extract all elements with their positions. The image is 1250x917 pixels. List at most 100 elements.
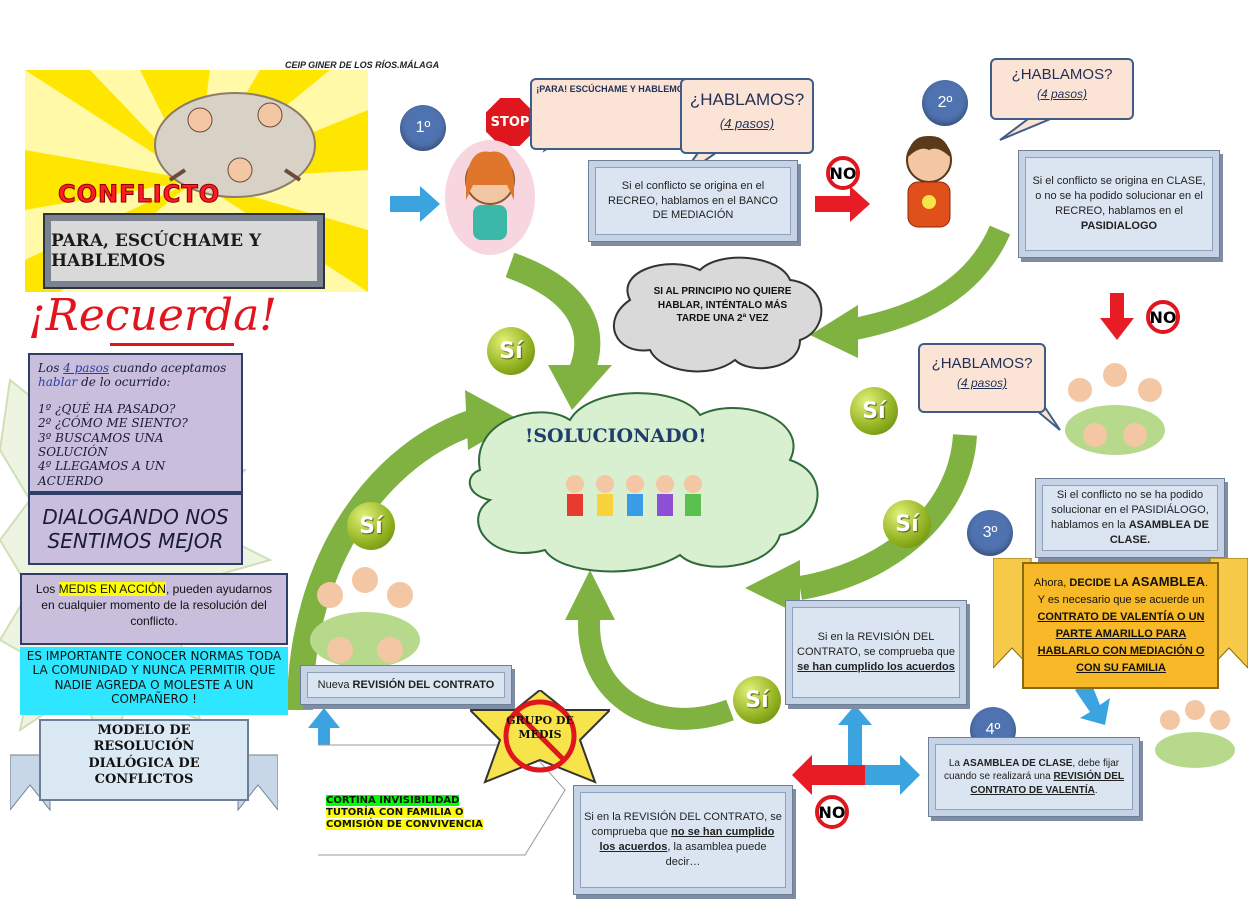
pasos-intro-b: cuando aceptamos xyxy=(109,361,227,375)
red-arrow-right xyxy=(815,186,870,222)
dialogando-line-2: SENTIMOS MEJOR xyxy=(47,529,224,553)
cumplido-a: Si en la REVISIÓN DEL CONTRATO, se compr… xyxy=(797,631,955,659)
medis-text-b: , pueden ayudarnos en cualquier momento … xyxy=(41,582,273,629)
no-badge-1: NO xyxy=(826,156,860,190)
fijar-box: La ASAMBLEA DE CLASE, debe fijar cuando … xyxy=(928,737,1140,817)
paso-2: 2º ¿CÓMO ME SIENTO? xyxy=(38,416,188,431)
medis-highlight: MEDIS EN ACCIÓN xyxy=(58,582,166,596)
red-arrow-left xyxy=(792,755,865,795)
arrow-green-girl-to-solved xyxy=(505,252,601,381)
paso-1: 1º ¿QUÉ HA PASADO? xyxy=(38,401,176,416)
nueva-revision-box: Nueva REVISIÓN DEL CONTRATO xyxy=(300,665,512,705)
blue-arrow-up-left xyxy=(308,708,340,750)
cortina-line-3: COMISIÓN DE CONVIVENCIA xyxy=(326,819,483,830)
pasos-intro-a: Los xyxy=(38,361,64,375)
medis-panel: Los MEDIS EN ACCIÓN, pueden ayudarnos en… xyxy=(20,573,288,645)
dialogando-line-1: DIALOGANDO NOS xyxy=(42,505,229,529)
school-header: CEIP GINER DE LOS RÍOS.MÁLAGA xyxy=(285,60,440,70)
no-cumplido-box: Si en la REVISIÓN DEL CONTRATO, se compr… xyxy=(573,785,793,895)
stop-sign-icon: STOP xyxy=(486,98,534,146)
conflicto-illustration xyxy=(130,80,345,210)
fijar-c: , debe fijar cuando se realizará una xyxy=(943,757,1120,783)
blue-arrow-diag xyxy=(1075,680,1110,725)
asamblea-box-text: Si el conflicto no se ha podido solucion… xyxy=(1051,489,1209,531)
pasos-intro-2: hablar de lo ocurrido: xyxy=(38,375,233,389)
no-badge-3: NO xyxy=(815,795,849,829)
grupo-medis-text: GRUPO DE MEDIS xyxy=(506,714,574,742)
hablamos-bubble-2: ¿HABLAMOS? (4 pasos) xyxy=(990,58,1134,120)
arrow-green-clase-to-cloud xyxy=(847,225,1011,341)
grupo-medis-badge: GRUPO DE MEDIS xyxy=(470,690,610,785)
red-arrow-down xyxy=(1100,293,1134,340)
hablamos-sub: (4 pasos) xyxy=(719,116,775,131)
decide-b: DECIDE LA xyxy=(1069,577,1132,589)
decide-ribbon: Ahora, DECIDE LA ASAMBLEA. Y es necesari… xyxy=(993,558,1248,693)
si-badge-2: Sí xyxy=(850,387,898,435)
pasos-intro-c: de lo ocurrido: xyxy=(77,375,171,390)
hablamos-title-3: ¿HABLAMOS? xyxy=(931,355,1033,372)
tarde-cloud-text: SI AL PRINCIPIO NO QUIERE HABLAR, INTÉNT… xyxy=(653,286,792,324)
hablamos-title-2: ¿HABLAMOS? xyxy=(1011,66,1113,83)
hablamos-bubble-1: ¿HABLAMOS? (4 pasos) xyxy=(680,78,814,154)
pasos-intro-hablar: hablar xyxy=(38,375,78,390)
hablamos-bubble-3: ¿HABLAMOS? (4 pasos) xyxy=(918,343,1046,413)
fijar-d: REVISIÓN DEL CONTRATO DE VALENTÍA xyxy=(970,771,1125,796)
paso-3: 3º BUSCAMOS UNA SOLUCIÓN xyxy=(38,430,164,459)
asamblea-box-bold: ASAMBLEA DE CLASE. xyxy=(1109,519,1209,546)
kids-circle-illustration-3 xyxy=(1150,695,1240,775)
fijar-e: . xyxy=(1094,784,1098,796)
cumplido-box: Si en la REVISIÓN DEL CONTRATO, se compr… xyxy=(785,600,967,705)
decide-d: . Y es necesario que se acuerde un xyxy=(1037,577,1209,607)
cumplido-b: se han cumplido los acuerdos xyxy=(797,660,955,673)
nueva-b: REVISIÓN DEL CONTRATO xyxy=(352,678,495,691)
medis-text-a: Los xyxy=(35,582,59,596)
no-cumplido-a: Si en la REVISIÓN DEL CONTRATO, se compr… xyxy=(584,811,782,839)
pasos-intro-num: 4 pasos xyxy=(63,361,109,375)
pasos-intro: Los 4 pasos cuando aceptamos xyxy=(38,361,233,375)
blue-arrow-up-center xyxy=(838,705,872,765)
fijar-b: ASAMBLEA DE CLASE xyxy=(962,757,1073,769)
blue-arrow-right xyxy=(390,186,440,222)
decide-e: CONTRATO DE VALENTÍA O UN PARTE AMARILLO… xyxy=(1037,611,1205,641)
step-1-badge: 1º xyxy=(400,105,446,151)
banner-text: PARA, ESCÚCHAME Y HABLEMOS xyxy=(51,221,317,281)
sad-girl-illustration xyxy=(445,140,535,255)
pasos-panel: Los 4 pasos cuando aceptamos hablar de l… xyxy=(28,353,243,493)
grey-cloud xyxy=(612,256,823,373)
boy-illustration xyxy=(898,130,960,235)
modelo-ribbon: MODELO DE RESOLUCIÓN DIALÓGICA DE CONFLI… xyxy=(10,715,278,815)
decide-a: Ahora, xyxy=(1033,577,1070,589)
blue-arrow-right-2 xyxy=(865,755,920,795)
solucionado-title: !SOLUCIONADO! xyxy=(525,425,707,447)
banner-frame: PARA, ESCÚCHAME Y HABLEMOS xyxy=(43,213,325,289)
arrow-head xyxy=(548,365,612,410)
cortina-text: CORTINA INVISIBILIDAD TUTORÍA CON FAMILI… xyxy=(326,795,483,831)
arrow-green-asamblea-to-left xyxy=(797,433,977,600)
decide-g: HABLARLO CON MEDIACIÓN O CON SU FAMILIA xyxy=(1037,645,1205,675)
clase-box-text: Si el conflicto se origina en CLASE, o n… xyxy=(1032,175,1206,217)
clase-box: Si el conflicto se origina en CLASE, o n… xyxy=(1018,150,1220,258)
step-2-badge: 2º xyxy=(922,80,968,126)
hablamos-sub-3: (4 pasos) xyxy=(956,376,1008,390)
arrow-head xyxy=(810,305,858,358)
arrow-green-bottom-up xyxy=(578,608,734,730)
si-badge-4: Sí xyxy=(347,502,395,550)
kids-circle-illustration-2 xyxy=(300,555,430,685)
fijar-a: La xyxy=(948,757,963,769)
happy-kids-illustration xyxy=(555,470,710,532)
no-cumplido-b: no se han cumplido los acuerdos xyxy=(599,826,775,853)
si-badge-3: Sí xyxy=(883,500,931,548)
decide-text: Ahora, DECIDE LA ASAMBLEA. Y es necesari… xyxy=(1031,572,1211,677)
modelo-text: MODELO DE RESOLUCIÓN DIALÓGICA DE CONFLI… xyxy=(88,723,200,787)
kids-circle-illustration-1 xyxy=(1055,350,1175,470)
recuerda-underline xyxy=(110,343,234,346)
no-cumplido-c: , la asamblea puede decir… xyxy=(665,841,767,868)
decide-c: ASAMBLEA xyxy=(1131,574,1205,589)
step-3-badge: 3º xyxy=(967,510,1013,556)
normas-panel: ES IMPORTANTE CONOCER NORMAS TODA LA COM… xyxy=(20,647,288,715)
hablamos-title: ¿HABLAMOS? xyxy=(689,90,805,109)
cortina-line-1: CORTINA INVISIBILIDAD xyxy=(326,795,460,806)
cortina-line-2: TUTORÍA CON FAMILIA O xyxy=(326,807,464,818)
clase-box-bold: PASIDIALOGO xyxy=(1080,219,1158,232)
nueva-a: Nueva xyxy=(317,678,353,691)
